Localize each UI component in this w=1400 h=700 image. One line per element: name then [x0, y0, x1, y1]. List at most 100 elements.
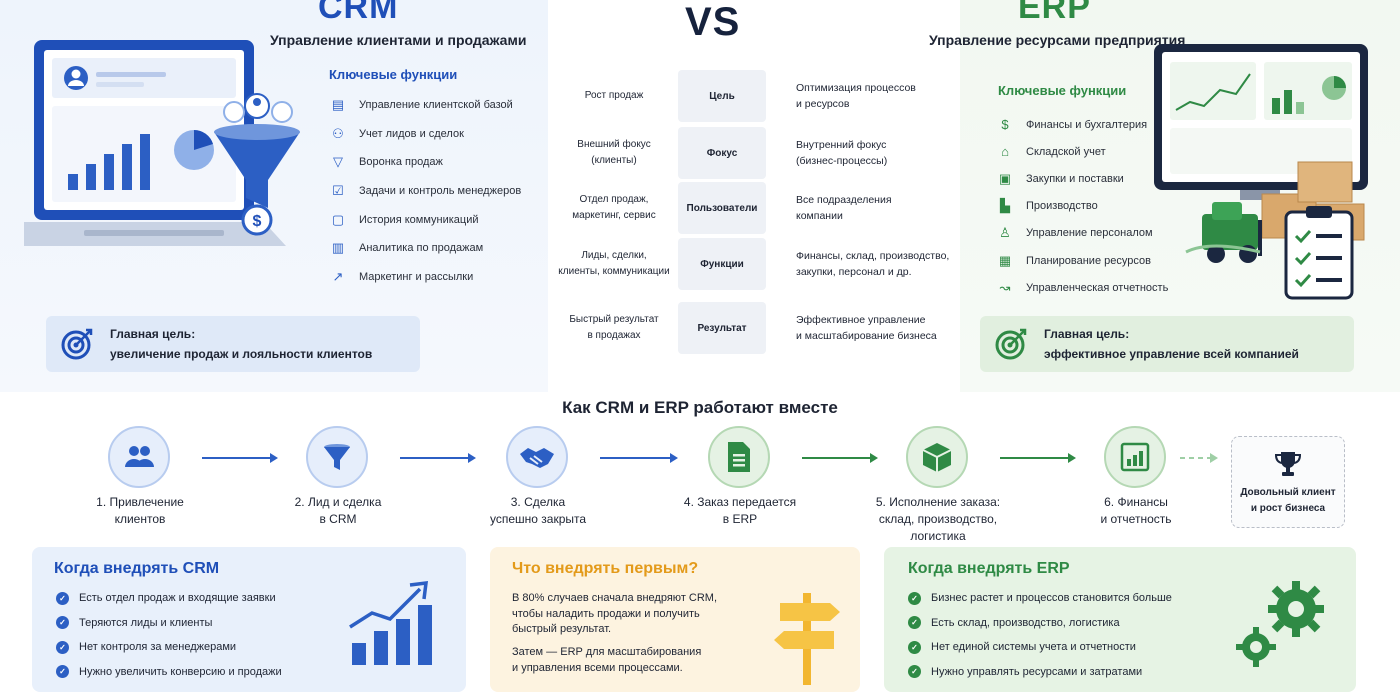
crm-feature-item: ⚇Учет лидов и сделок: [329, 120, 521, 149]
workflow-arrow: [202, 453, 278, 463]
comparison-label: Фокус: [678, 127, 766, 179]
handshake-icon: ⚇: [332, 125, 344, 141]
erp-feature-item: $Финансы и бухгалтерия: [996, 111, 1168, 138]
comparison-row: Лиды, сделки,клиенты, коммуникации Функц…: [550, 238, 960, 290]
erp-feature-item: ▦Планирование ресурсов: [996, 247, 1168, 274]
vs-title: VS: [685, 0, 741, 44]
what-first-card: Что внедрять первым? В 80% случаев снача…: [490, 547, 860, 692]
comparison-row: Отдел продаж,маркетинг, сервис Пользоват…: [550, 182, 960, 234]
check-icon: ✓: [56, 591, 69, 605]
when-erp-card: Когда внедрять ERP ✓Бизнес растет и проц…: [884, 547, 1356, 692]
erp-feature-item: ⌂Складской учет: [996, 138, 1168, 165]
calendar-icon: ▦: [998, 252, 1012, 268]
crm-feature-item: ▤Управление клиентской базой: [329, 91, 521, 120]
box-icon: [922, 443, 952, 472]
comparison-crm-cell: Рост продаж: [584, 90, 644, 101]
when-crm-title: Когда внедрять CRM: [54, 560, 220, 577]
erp-feature-item: ▙Производство: [996, 193, 1168, 220]
check-icon: ✓: [908, 665, 921, 679]
erp-feature-item: ↝Управленческая отчетность: [996, 274, 1169, 301]
workflow-step-6-circle: [1104, 426, 1166, 488]
contacts-icon: ▤: [331, 97, 345, 113]
crm-goal-box: Главная цель: увеличение продаж и лояльн…: [46, 316, 420, 372]
chat-icon: ▢: [331, 211, 345, 227]
comparison-label: Функции: [678, 238, 766, 290]
crm-subtitle: Управление клиентами и продажами: [270, 32, 527, 48]
workflow-arrow: [1000, 453, 1076, 463]
crm-feature-item: ▽Воронка продаж: [329, 148, 521, 177]
list-item: ✓Нет контроля за менеджерами: [56, 635, 282, 660]
crm-feature-item: ▥Аналитика по продажам: [329, 234, 521, 263]
crm-feature-item: ↗Маркетинг и рассылки: [329, 263, 521, 292]
dollar-icon: $: [1001, 117, 1009, 133]
check-icon: ✓: [908, 640, 921, 654]
workflow-step-4-circle: [708, 426, 770, 488]
list-item: ✓Есть склад, производство, логистика: [908, 611, 1172, 636]
comparison-label: Цель: [678, 70, 766, 122]
list-item: ✓Бизнес растет и процессов становится бо…: [908, 586, 1172, 611]
person-icon: ♙: [999, 225, 1011, 241]
list-item: ✓Нужно управлять ресурсами и затратами: [908, 660, 1172, 685]
check-icon: ✓: [56, 665, 69, 679]
when-erp-list: ✓Бизнес растет и процессов становится бо…: [908, 586, 1172, 684]
signpost-icon: [774, 593, 840, 685]
comparison-erp-cell: Финансы, склад, производство,закупки, пе…: [796, 250, 950, 278]
erp-goal-box: Главная цель: эффективное управление все…: [980, 316, 1354, 372]
erp-feature-item: ♙Управление персоналом: [996, 220, 1168, 247]
crm-title: CRM: [318, 0, 399, 26]
comparison-label: Пользователи: [678, 182, 766, 234]
bar-chart-icon: [1120, 442, 1150, 472]
erp-features-title: Ключевые функции: [998, 83, 1127, 98]
comparison-erp-cell: Внутренний фокус(бизнес-процессы): [796, 139, 888, 167]
target-icon: [61, 328, 93, 360]
check-icon: ✓: [908, 591, 921, 605]
users-icon: [125, 446, 154, 467]
workflow-step-5-circle: [906, 426, 968, 488]
growth-chart-icon: ↗: [332, 268, 344, 284]
workflow-arrow: [600, 453, 678, 463]
crm-laptop-illustration: $: [24, 40, 300, 246]
list-item: ✓Нет единой системы учета и отчетности: [908, 635, 1172, 660]
crm-features-list: ▤Управление клиентской базой ⚇Учет лидов…: [329, 91, 521, 291]
comparison-crm-cell: Лиды, сделки,клиенты, коммуникации: [558, 250, 670, 277]
gears-icon: [1236, 581, 1324, 667]
check-icon: ✓: [56, 640, 69, 654]
comparison-crm-cell: Внешний фокус(клиенты): [577, 139, 651, 166]
list-item: ✓Теряются лиды и клиенты: [56, 611, 282, 636]
factory-icon: ▙: [1000, 198, 1010, 214]
workflow-arrow-dashed: [1180, 453, 1218, 463]
truck-icon: ▣: [998, 170, 1012, 186]
erp-title: ERP: [1018, 0, 1091, 26]
funnel-icon: [324, 444, 350, 470]
target-icon: [995, 328, 1027, 360]
erp-features-list: $Финансы и бухгалтерия ⌂Складской учет ▣…: [996, 111, 1168, 301]
report-icon: ↝: [999, 279, 1011, 295]
comparison-label: Результат: [678, 302, 766, 354]
crm-features-title: Ключевые функции: [329, 67, 458, 82]
erp-goal-text: Главная цель: эффективное управление все…: [1044, 327, 1299, 361]
what-first-title: Что внедрять первым?: [512, 560, 699, 577]
document-icon: [728, 442, 750, 472]
crm-feature-item: ▢История коммуникаций: [329, 205, 521, 234]
erp-monitor-illustration: [1154, 44, 1368, 300]
growth-chart-icon: [349, 580, 432, 665]
checklist-icon: ☑: [332, 183, 344, 199]
comparison-crm-cell: Отдел продаж,маркетинг, сервис: [572, 194, 656, 221]
list-item: ✓Нужно увеличить конверсию и продажи: [56, 660, 282, 685]
when-erp-title: Когда внедрять ERP: [908, 560, 1070, 577]
erp-feature-item: ▣Закупки и поставки: [996, 165, 1168, 192]
comparison-row: Внешний фокус(клиенты) Фокус Внутренний …: [550, 127, 960, 179]
check-icon: ✓: [56, 616, 69, 630]
when-crm-list: ✓Есть отдел продаж и входящие заявки ✓Те…: [56, 586, 282, 684]
